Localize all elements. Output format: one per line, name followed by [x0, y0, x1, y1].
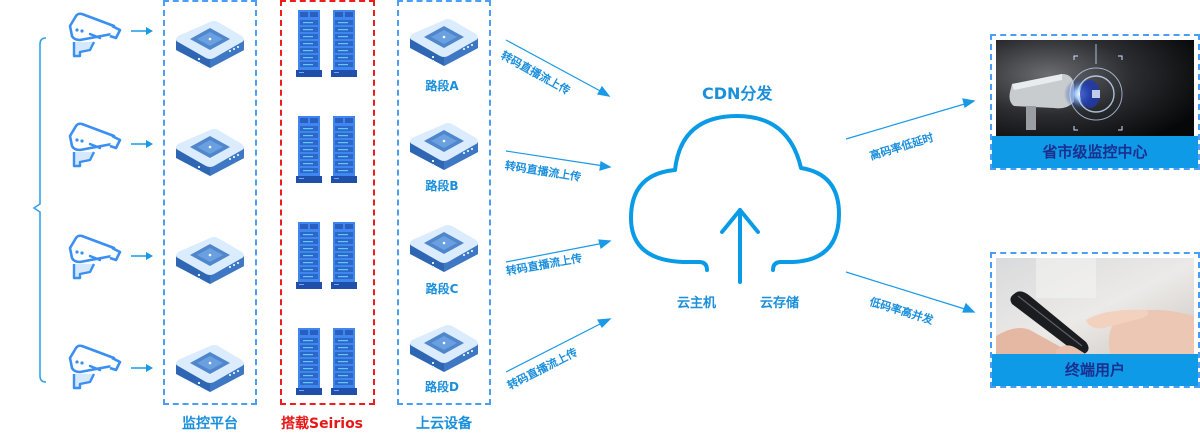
cloud-host-label: 云主机 — [677, 296, 717, 311]
arrow-right-icon — [131, 140, 153, 148]
end-users-card: 终端用户 — [990, 252, 1200, 388]
monitoring-center-card: 省市级监控中心 — [990, 34, 1200, 170]
arrowhead — [599, 161, 612, 171]
arrowhead — [597, 318, 612, 328]
arrow-right-icon — [131, 27, 153, 35]
seirios-label: 搭载Seirios — [280, 416, 364, 432]
arrow-right-icon — [131, 252, 153, 260]
cdn-cloud-icon — [629, 114, 841, 284]
segment-label: 路段B — [425, 179, 459, 193]
segment-label: 路段C — [425, 282, 459, 296]
monitor-platform-group — [163, 0, 257, 405]
monitoring-center-label: 省市级监控中心 — [992, 136, 1198, 168]
arrowhead — [962, 98, 976, 108]
monitor-platform-label: 监控平台 — [182, 416, 238, 432]
arrowhead — [962, 302, 976, 313]
seirios-server-group — [280, 0, 375, 405]
smartphone-hand-photo — [996, 258, 1194, 354]
upload-arrow-c — [505, 242, 605, 263]
surveillance-camera-photo — [996, 40, 1194, 136]
segment-label: 路段D — [425, 380, 459, 394]
arrow-right-icon — [131, 364, 153, 372]
arrowhead — [597, 85, 611, 97]
grouping-brace — [32, 37, 47, 383]
arrowhead — [598, 239, 612, 250]
end-users-label: 终端用户 — [992, 354, 1198, 386]
upload-arrow-b — [505, 150, 605, 167]
cloud-devices-group — [397, 0, 491, 405]
upload-arrow-d — [505, 321, 605, 373]
output-arrow-1 — [845, 102, 969, 140]
output-arrow-2 — [845, 271, 969, 311]
cloud-storage-label: 云存储 — [760, 296, 800, 311]
upload-arrow-a — [505, 39, 605, 94]
cdn-title: CDN分发 — [702, 84, 773, 103]
cloud-devices-label: 上云设备 — [416, 416, 472, 432]
segment-label: 路段A — [425, 79, 459, 93]
